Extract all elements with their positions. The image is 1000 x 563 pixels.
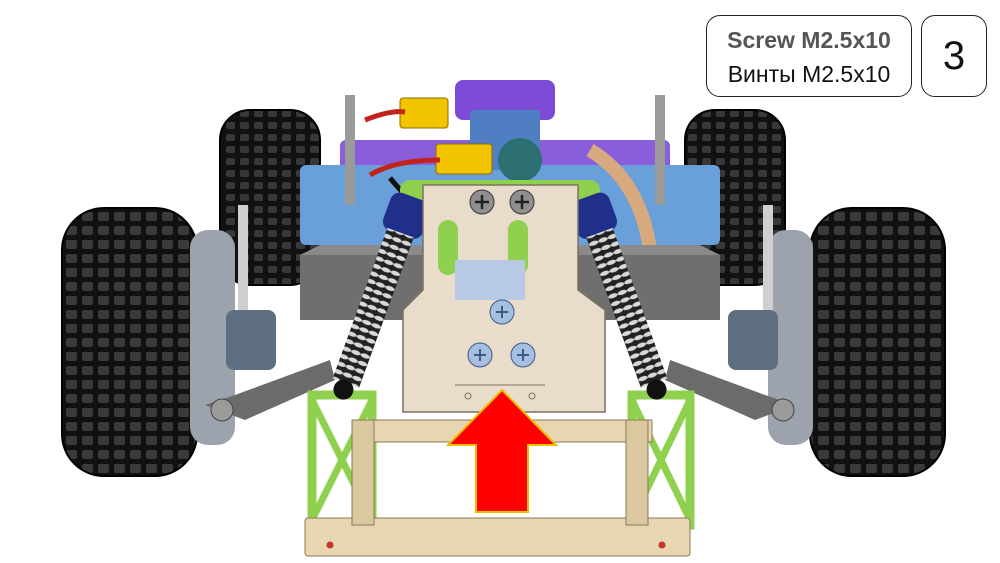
front-right-tire [768, 207, 946, 477]
phillips-screw-icon [469, 189, 535, 215]
step-number: 3 [942, 34, 966, 78]
left-shock-absorber [332, 192, 431, 400]
front-mount-bracket [402, 184, 606, 413]
screw-spec-russian: Винты M2.5x10 [727, 61, 891, 87]
screw-spec-english: Screw M2.5x10 [727, 27, 891, 53]
front-left-tire [61, 207, 235, 477]
front-suspension-arms [205, 205, 795, 422]
mounting-screws [467, 299, 536, 368]
screw-spec-callout: Screw M2.5x10 Винты M2.5x10 [706, 15, 912, 97]
right-shock-absorber [569, 192, 668, 400]
up-arrow-icon [445, 388, 559, 513]
step-number-badge: 3 [921, 15, 987, 97]
